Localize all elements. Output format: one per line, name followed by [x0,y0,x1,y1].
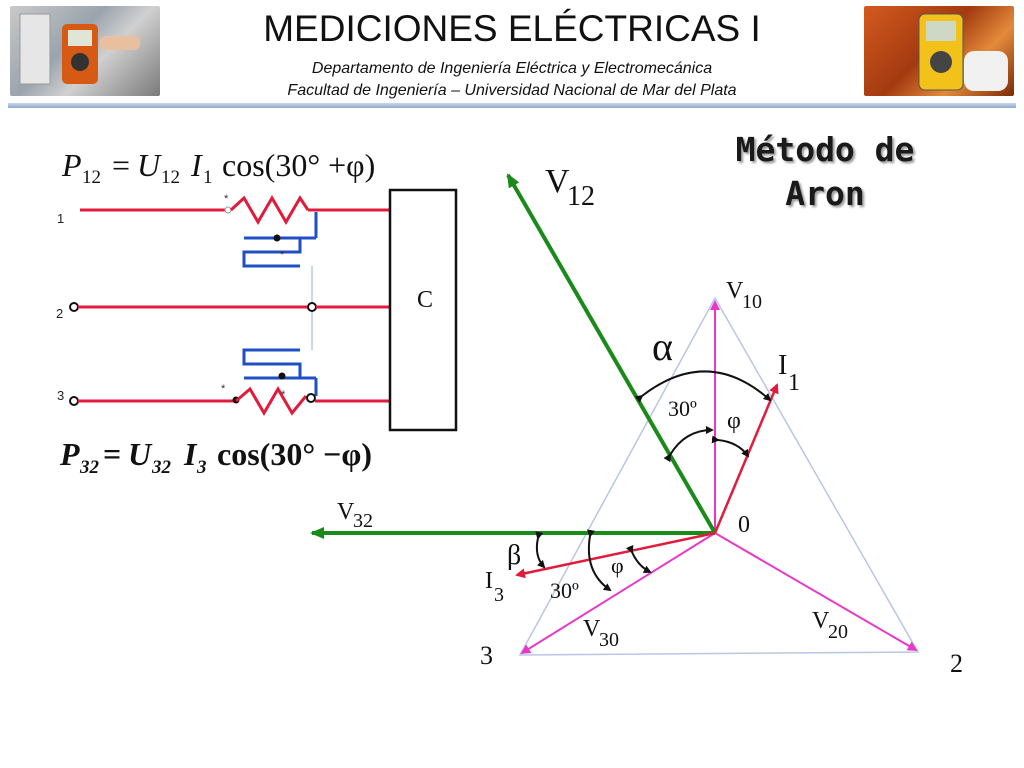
label-beta: β [507,540,521,571]
angle-30-arc-top [663,426,714,463]
phi-arc-top [711,435,750,458]
formula-p32-equals: = [103,436,121,472]
formula-p12-i: I [190,147,203,183]
formula-p32-u: U [128,436,153,472]
line-label-3: 3 [57,388,64,403]
label-v30: V [583,616,601,642]
phi-arc-bottom [625,544,652,573]
formula-p32: P 32 = U 32 I 3 cos(30° −φ) [59,436,372,478]
slide-header: MEDICIONES ELÉCTRICAS I Departamento de … [0,0,1024,108]
multimeter-photo-left [10,6,160,96]
phasor-i1 [713,383,779,534]
formula-p32-lhs-sub: 32 [79,457,100,478]
line-1-terminal [224,206,232,214]
label-alpha: α [652,324,673,369]
load-box [388,188,458,432]
label-v10: V [726,278,744,304]
line-3-source-terminal [69,396,79,406]
formula-p12-lhs-sub: 12 [82,167,101,188]
formula-p12-equals: = [112,147,130,183]
multimeter-illustration-left [19,13,140,85]
label-i3: I [485,568,493,594]
label-i3-sub: 3 [494,584,504,606]
polarity-dot-1 [273,234,281,242]
label-origin: 0 [738,512,750,538]
label-v20: V [812,608,830,634]
phasor-v30 [520,532,716,655]
formula-p32-lhs: P [59,436,80,472]
voltage-triangle [518,296,920,656]
label-vertex-3: 3 [480,641,493,670]
label-v12-sub: 12 [567,181,595,212]
formula-p32-i: I [183,436,198,472]
label-30-bottom: 30º [550,578,579,603]
label-v10-sub: 10 [742,291,762,313]
wattmeter-1-voltage-coil [242,236,302,268]
label-i1-sub: 1 [788,370,800,396]
polarity-mark-3a: * [221,383,226,395]
label-v12: V [545,163,570,200]
phasor-i3 [515,531,716,579]
line-2-junction [307,302,317,312]
polarity-mark-1a: * [224,193,229,205]
wattmeter-1-current-coil [229,195,310,225]
label-phi-bottom: φ [611,553,624,578]
header-divider [8,103,1016,108]
label-vertex-2: 2 [950,649,963,678]
phasor-diagram: V 12 V 10 V 32 V 20 V 30 I 1 I 3 α β φ φ… [310,163,963,678]
multimeter-photo-right [864,6,1014,96]
label-i1: I [778,350,787,381]
formula-p12-lhs: P [61,147,82,183]
formula-p12-i-sub: 1 [203,167,213,188]
label-v30-sub: 30 [599,629,619,651]
line-label-2: 2 [56,306,63,321]
phasor-v12 [506,173,717,535]
alpha-arc [634,370,772,403]
formula-p12-u-sub: 12 [161,167,180,188]
polarity-mark-3b: * [281,389,286,401]
label-30-top: 30º [668,396,697,421]
wattmeter-3-voltage-coil [242,348,302,380]
formula-p12: P 12 = U 12 I 1 cos(30° +φ) [61,147,375,188]
beta-arc [535,531,546,569]
line-2-source-terminal [69,302,79,312]
aron-circuit: 1 2 3 * * * * C [56,188,458,432]
page-title: MEDICIONES ELÉCTRICAS I [263,8,761,49]
formula-p32-rest: cos(30° −φ) [217,436,372,472]
label-v32: V [337,499,355,525]
department-subtitle: Departamento de Ingeniería Eléctrica y E… [311,60,713,77]
line-label-1: 1 [57,211,64,226]
load-label: C [417,287,433,313]
formula-p32-u-sub: 32 [151,457,172,478]
formula-p12-u: U [137,147,162,183]
formula-p12-rest: cos(30° +φ) [222,147,375,183]
label-phi-top: φ [727,408,741,434]
method-title: Método de Aron [735,130,915,213]
angle-30-arc-bottom [587,529,612,592]
multimeter-illustration-right [918,13,1008,91]
faculty-subtitle: Facultad de Ingeniería – Universidad Nac… [287,82,737,99]
polarity-dot-3b [278,372,286,380]
label-v32-sub: 32 [353,510,373,532]
polarity-mark-1b: * [280,249,285,261]
line-3-junction [306,393,316,403]
phasor-v20 [714,532,918,652]
label-v20-sub: 20 [828,621,848,643]
formula-p32-i-sub: 3 [196,457,207,478]
wattmeter-3-current-coil [235,386,308,416]
